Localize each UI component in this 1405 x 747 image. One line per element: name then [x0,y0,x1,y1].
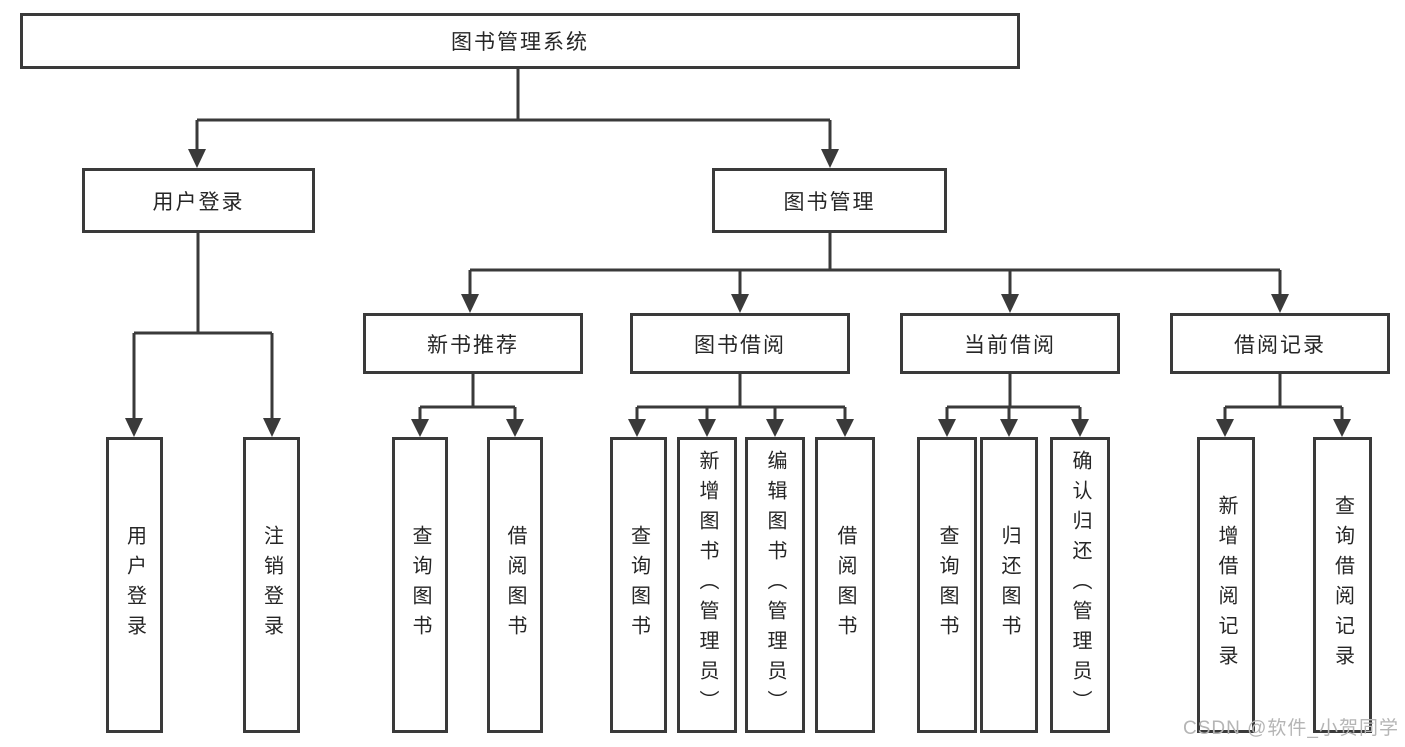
arrowhead-icon [1271,294,1289,313]
connector-book-management-to-level3 [461,233,1289,313]
arrowhead-icon [125,418,143,437]
node-label: 查询借阅记录 [1331,495,1354,675]
node-label: 查询图书 [627,525,650,645]
connector-book-borrow-to-leaves [628,374,854,437]
arrowhead-icon [731,294,749,313]
node-label: 图书借阅 [694,333,786,357]
connector-user-login-to-leaves [125,233,281,437]
arrowhead-icon [938,419,956,437]
connector-current-borrow-to-leaves [938,374,1089,437]
csdn-watermark: CSDN @软件_小贺同学 [1183,718,1399,739]
node-label: 用户登录 [123,525,146,645]
node-label: 新书推荐 [427,333,519,357]
arrowhead-icon [263,418,281,437]
node-root-system: 图书管理系统 [20,13,1020,69]
node-label: 确认归还（管理员） [1069,450,1091,720]
arrowhead-icon [188,149,206,168]
leaf-return-books: 归还图书 [980,437,1038,733]
node-label: 查询图书 [936,525,958,645]
arrowhead-icon [628,419,646,437]
arrowhead-icon [1216,419,1234,437]
arrowhead-icon [836,419,854,437]
arrowhead-icon [698,419,716,437]
node-label: 图书管理 [783,190,876,214]
arrowhead-icon [506,419,524,437]
leaf-edit-book-admin: 编辑图书（管理员） [745,437,805,733]
arrowhead-icon [461,294,479,313]
node-label: 编辑图书（管理员） [764,450,786,720]
node-borrow-records: 借阅记录 [1170,313,1390,374]
leaf-query-books-recommend: 查询图书 [392,437,448,733]
arrowhead-icon [1333,419,1351,437]
arrowhead-icon [1001,294,1019,313]
node-book-borrow: 图书借阅 [630,313,850,374]
node-label: 注销登录 [260,525,283,645]
leaf-query-borrow-record: 查询借阅记录 [1313,437,1372,733]
node-label: 借阅记录 [1234,333,1326,357]
node-label: 用户登录 [152,190,245,214]
leaf-query-books-current: 查询图书 [917,437,977,733]
arrowhead-icon [821,149,839,168]
arrowhead-icon [766,419,784,437]
node-label: 查询图书 [409,525,431,645]
leaf-borrow-books: 借阅图书 [815,437,875,733]
node-label: 当前借阅 [964,333,1056,357]
node-label: 新增图书（管理员） [696,450,718,720]
leaf-confirm-return-admin: 确认归还（管理员） [1050,437,1110,733]
leaf-query-books-borrow: 查询图书 [610,437,667,733]
arrowhead-icon [1071,419,1089,437]
connector-borrow-records-to-leaves [1216,374,1351,437]
connector-root-to-level2 [188,69,839,168]
node-label: 图书管理系统 [451,31,589,54]
node-current-borrow: 当前借阅 [900,313,1120,374]
node-label: 借阅图书 [834,525,856,645]
arrowhead-icon [411,419,429,437]
node-label: 新增借阅记录 [1215,495,1237,675]
connector-new-book-to-leaves [411,374,524,437]
leaf-add-borrow-record: 新增借阅记录 [1197,437,1255,733]
node-label: 归还图书 [998,525,1020,645]
leaf-borrow-books-recommend: 借阅图书 [487,437,543,733]
leaf-user-login: 用户登录 [106,437,163,733]
leaf-add-book-admin: 新增图书（管理员） [677,437,737,733]
arrowhead-icon [1000,419,1018,437]
node-label: 借阅图书 [504,525,526,645]
node-new-book-recommend: 新书推荐 [363,313,583,374]
node-user-login: 用户登录 [82,168,315,233]
node-book-management: 图书管理 [712,168,947,233]
leaf-logout: 注销登录 [243,437,300,733]
